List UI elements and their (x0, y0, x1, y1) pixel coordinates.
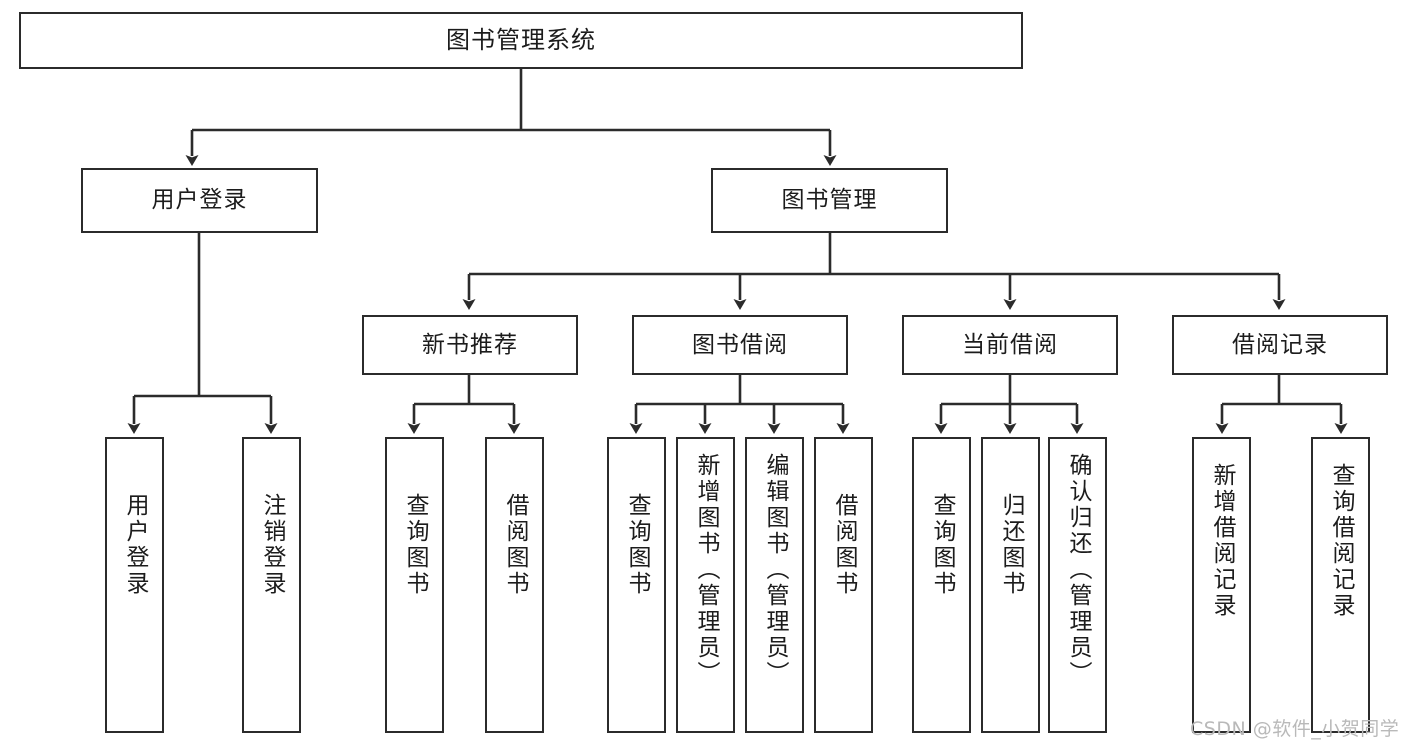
node-label: 查询借阅记录 (1328, 463, 1354, 619)
node-leaf-borrow-book[interactable]: 借阅图书 (814, 437, 873, 733)
node-label: 确认归还（管理员） (1065, 453, 1091, 687)
node-leaf-borrow-book-new[interactable]: 借阅图书 (485, 437, 544, 733)
node-leaf-add-book-admin[interactable]: 新增图书（管理员） (676, 437, 735, 733)
csdn-watermark: CSDN @软件_小贺同学 (1190, 718, 1400, 740)
node-book-borrow[interactable]: 图书借阅 (632, 315, 848, 375)
node-label: 注销登录 (259, 493, 285, 597)
node-label: 编辑图书（管理员） (762, 453, 788, 687)
node-leaf-add-borrow-record[interactable]: 新增借阅记录 (1192, 437, 1251, 733)
node-label: 查询图书 (929, 493, 955, 597)
node-label: 图书借阅 (692, 331, 788, 358)
node-label: 借阅图书 (831, 493, 857, 597)
node-new-book-recommend[interactable]: 新书推荐 (362, 315, 578, 375)
node-leaf-query-book-current[interactable]: 查询图书 (912, 437, 971, 733)
node-label: 新增借阅记录 (1209, 463, 1235, 619)
node-label: 新增图书（管理员） (693, 453, 719, 687)
node-root-system[interactable]: 图书管理系统 (19, 12, 1023, 69)
node-leaf-confirm-return-admin[interactable]: 确认归还（管理员） (1048, 437, 1107, 733)
node-label: 用户登录 (151, 187, 248, 214)
node-user-login[interactable]: 用户登录 (81, 168, 318, 233)
node-label: 图书管理系统 (446, 25, 596, 54)
node-label: 用户登录 (122, 493, 148, 597)
node-book-management[interactable]: 图书管理 (711, 168, 948, 233)
node-leaf-edit-book-admin[interactable]: 编辑图书（管理员） (745, 437, 804, 733)
node-current-borrow[interactable]: 当前借阅 (902, 315, 1118, 375)
node-label: 新书推荐 (422, 331, 518, 358)
node-label: 查询图书 (402, 493, 428, 597)
node-leaf-query-book-new[interactable]: 查询图书 (385, 437, 444, 733)
node-label: 当前借阅 (962, 331, 1058, 358)
node-leaf-user-login[interactable]: 用户登录 (105, 437, 164, 733)
node-label: 图书管理 (781, 187, 878, 214)
node-label: 查询图书 (624, 493, 650, 597)
node-label: 借阅记录 (1232, 331, 1328, 358)
node-leaf-return-book[interactable]: 归还图书 (981, 437, 1040, 733)
node-leaf-logout[interactable]: 注销登录 (242, 437, 301, 733)
node-leaf-query-borrow-record[interactable]: 查询借阅记录 (1311, 437, 1370, 733)
node-borrow-record[interactable]: 借阅记录 (1172, 315, 1388, 375)
node-label: 归还图书 (998, 493, 1024, 597)
node-label: 借阅图书 (502, 493, 528, 597)
node-leaf-query-book-borrow[interactable]: 查询图书 (607, 437, 666, 733)
